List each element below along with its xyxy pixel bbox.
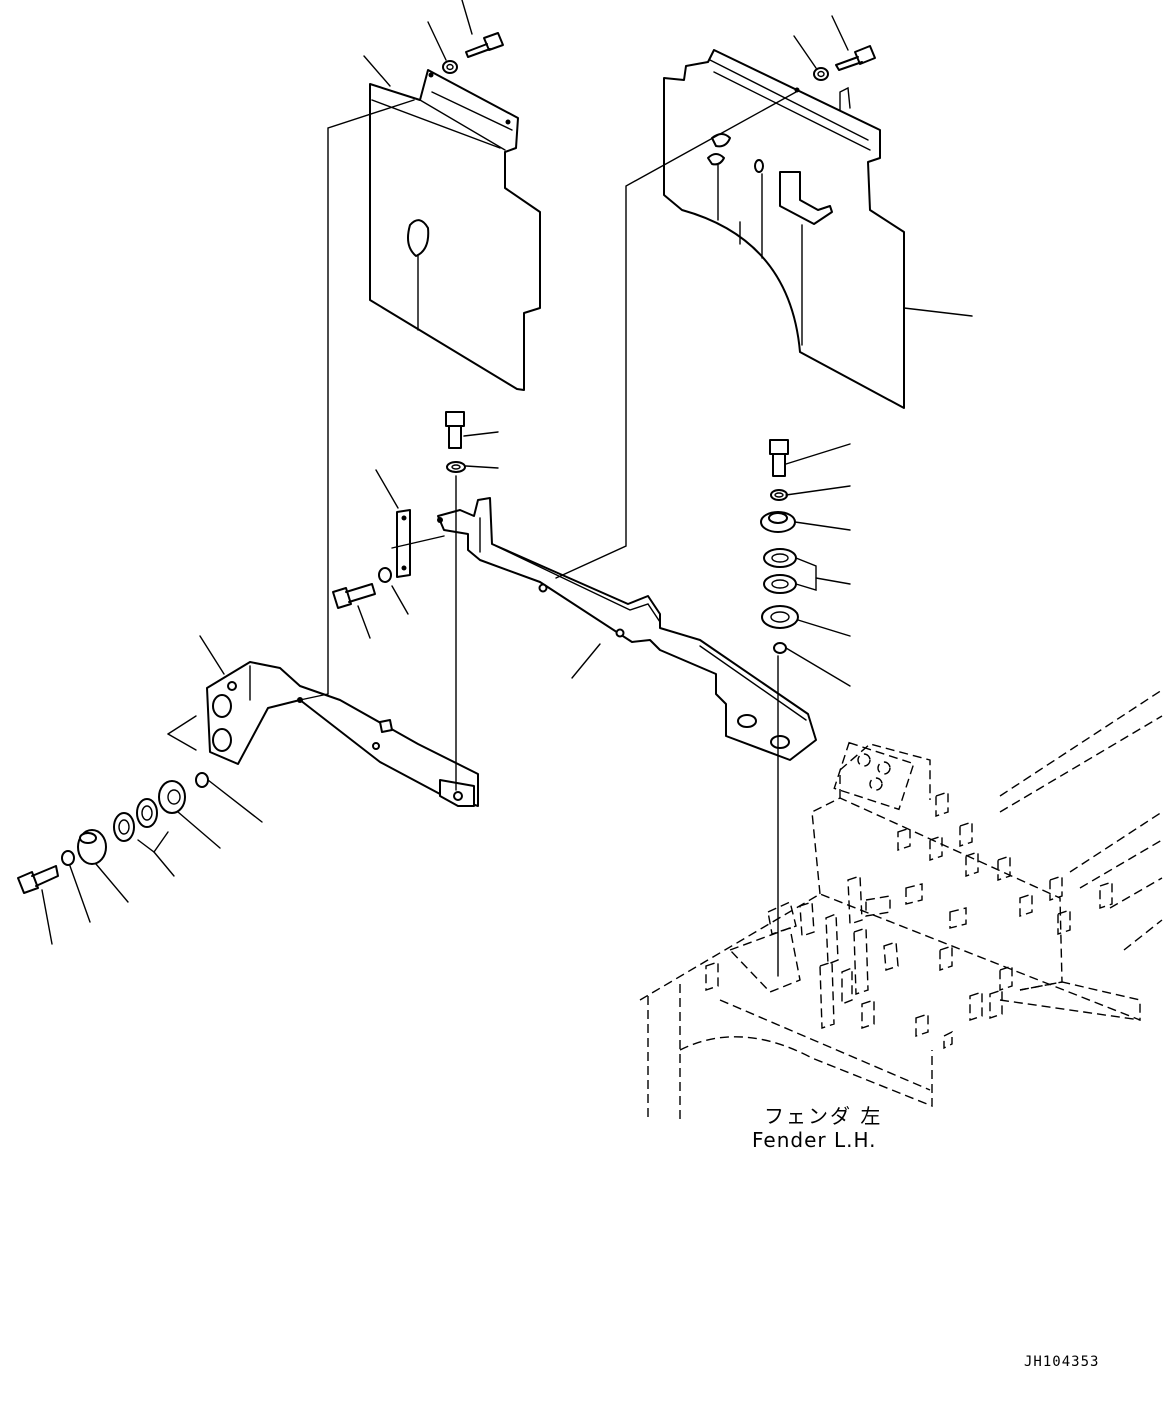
bolt-mid-left [332,583,376,609]
washer-small-left [61,850,75,866]
o-ring-left [195,772,209,788]
fender-lh-label-jp: フェンダ 左 [764,1104,883,1128]
link-plate [396,509,411,578]
bolt-right [769,439,789,477]
fender-edge-lines [1019,981,1141,1001]
bushing-pair-right [763,548,797,594]
washer-mid-left [378,567,392,583]
washer-center [446,461,466,473]
left-bracket [206,661,479,807]
alignment-lines [167,91,797,977]
washer-top-right [813,67,829,81]
bolt-top-left [465,32,504,58]
bolt-top-right [835,45,876,71]
right-cover-plate [663,49,905,409]
center-bracket [437,497,817,761]
cushion-washer-right [760,511,796,533]
o-ring-right [773,642,787,654]
left-cover-plate [369,69,541,391]
drawing-code: JH104353 [1024,1354,1100,1370]
washer-large-right [761,605,799,629]
washer-right [770,489,788,501]
fender-lh-frame [639,689,1163,1124]
cushion-washer-left [77,829,107,865]
callout-leaders [41,0,973,945]
bolt-bottom-left [17,865,59,894]
bushing-pair-left [113,798,158,842]
fender-lh-label-en: Fender L.H. [752,1128,877,1152]
washer-large-left [158,780,186,814]
washer-top-left [442,60,458,74]
bolt-center [445,411,465,449]
